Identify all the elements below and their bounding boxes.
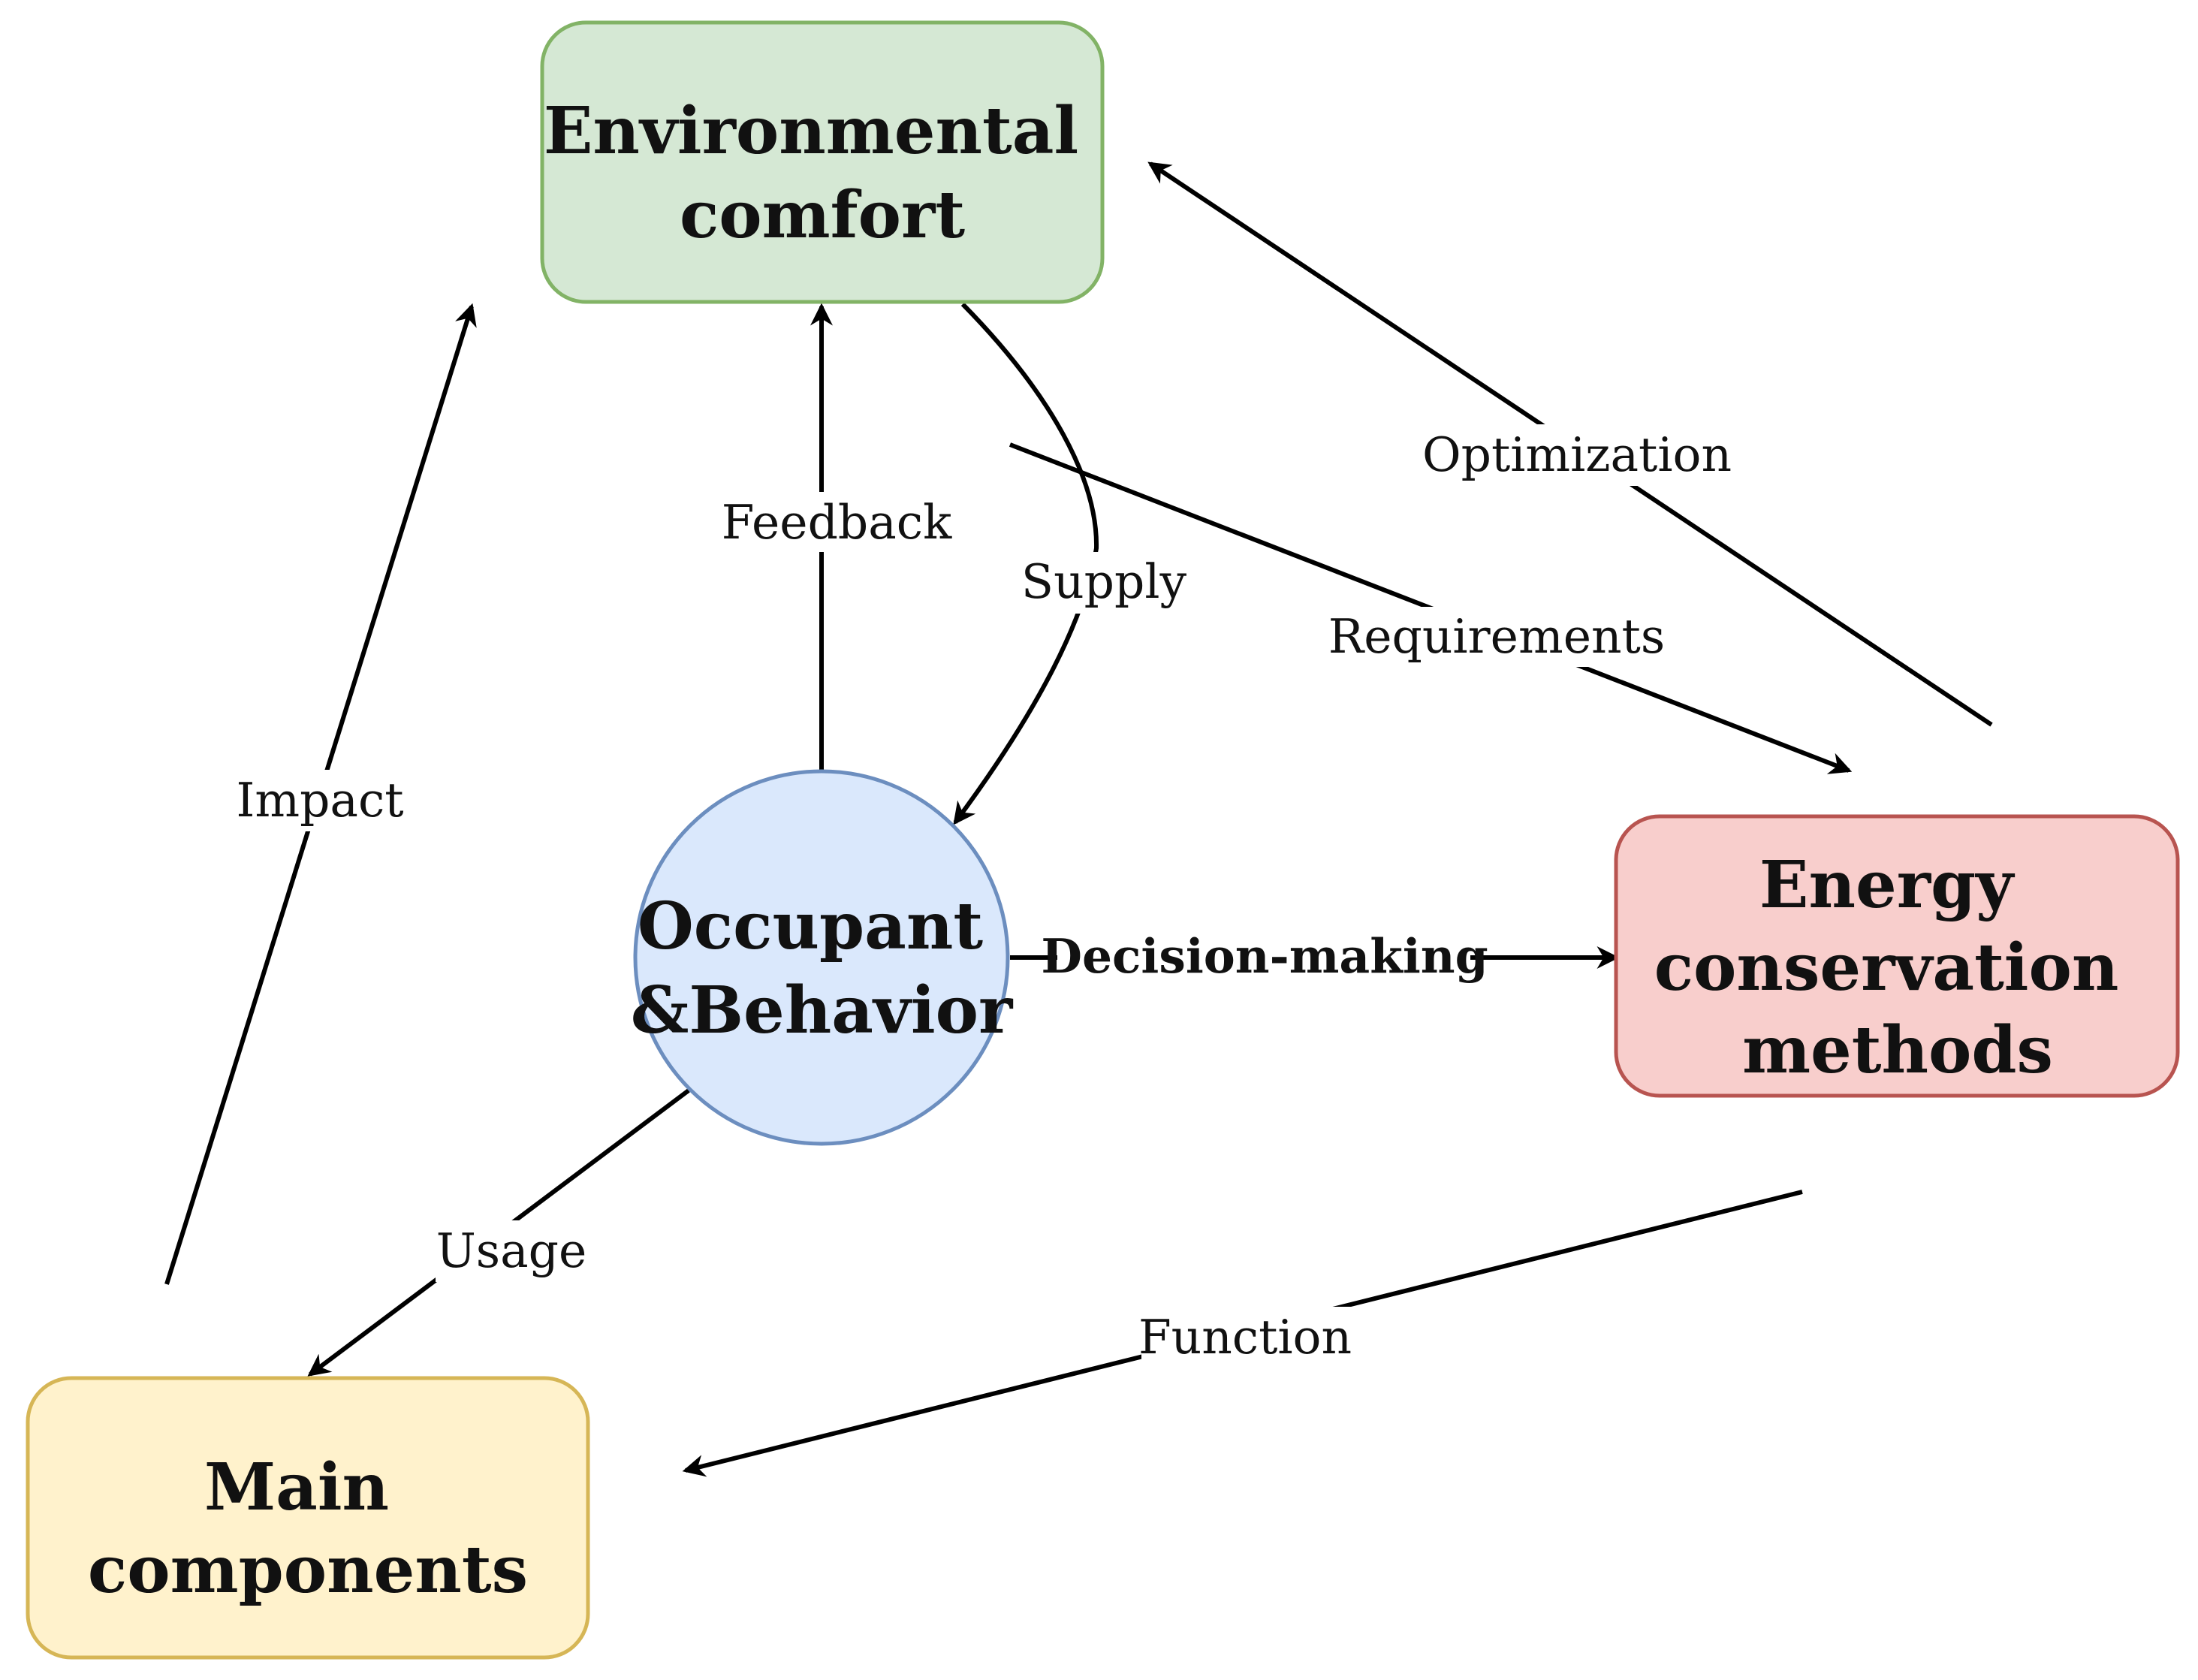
feedback-edge: Feedback xyxy=(722,303,952,770)
function-edge: Function xyxy=(682,1190,1803,1477)
supply-label: Supply xyxy=(1021,554,1187,609)
decision-making-label: Decision-making xyxy=(1041,928,1488,984)
usage-label: Usage xyxy=(436,1223,587,1278)
feedback-label: Feedback xyxy=(722,495,952,550)
occupant-behavior-node: Occupant &Behavior xyxy=(631,769,1014,1146)
function-label: Function xyxy=(1138,1310,1352,1365)
environmental-comfort-title: Environmental comfort xyxy=(544,93,1101,253)
requirements-edge: Requirements xyxy=(1009,442,1853,774)
occupant-behavior-title: Occupant &Behavior xyxy=(631,888,1014,1048)
requirements-label: Requirements xyxy=(1328,609,1665,664)
main-components-title: Main components xyxy=(88,1449,528,1608)
optimization-edge: Optimization xyxy=(1147,161,1993,727)
impact-label: Impact xyxy=(236,773,403,828)
usage-edge: Usage xyxy=(307,1088,690,1377)
energy-conservation-node: Energy conservation methods xyxy=(1614,814,2180,1098)
decision-making-edge: Decision-making xyxy=(1010,928,1620,987)
supply-edge: Supply xyxy=(953,302,1189,825)
optimization-label: Optimization xyxy=(1422,427,1732,482)
impact-edge: Impact xyxy=(164,303,477,1285)
environmental-comfort-node: Environmental comfort xyxy=(540,20,1105,304)
energy-conservation-title: Energy conservation methods xyxy=(1654,847,2142,1088)
main-components-node: Main components xyxy=(26,1376,590,1660)
